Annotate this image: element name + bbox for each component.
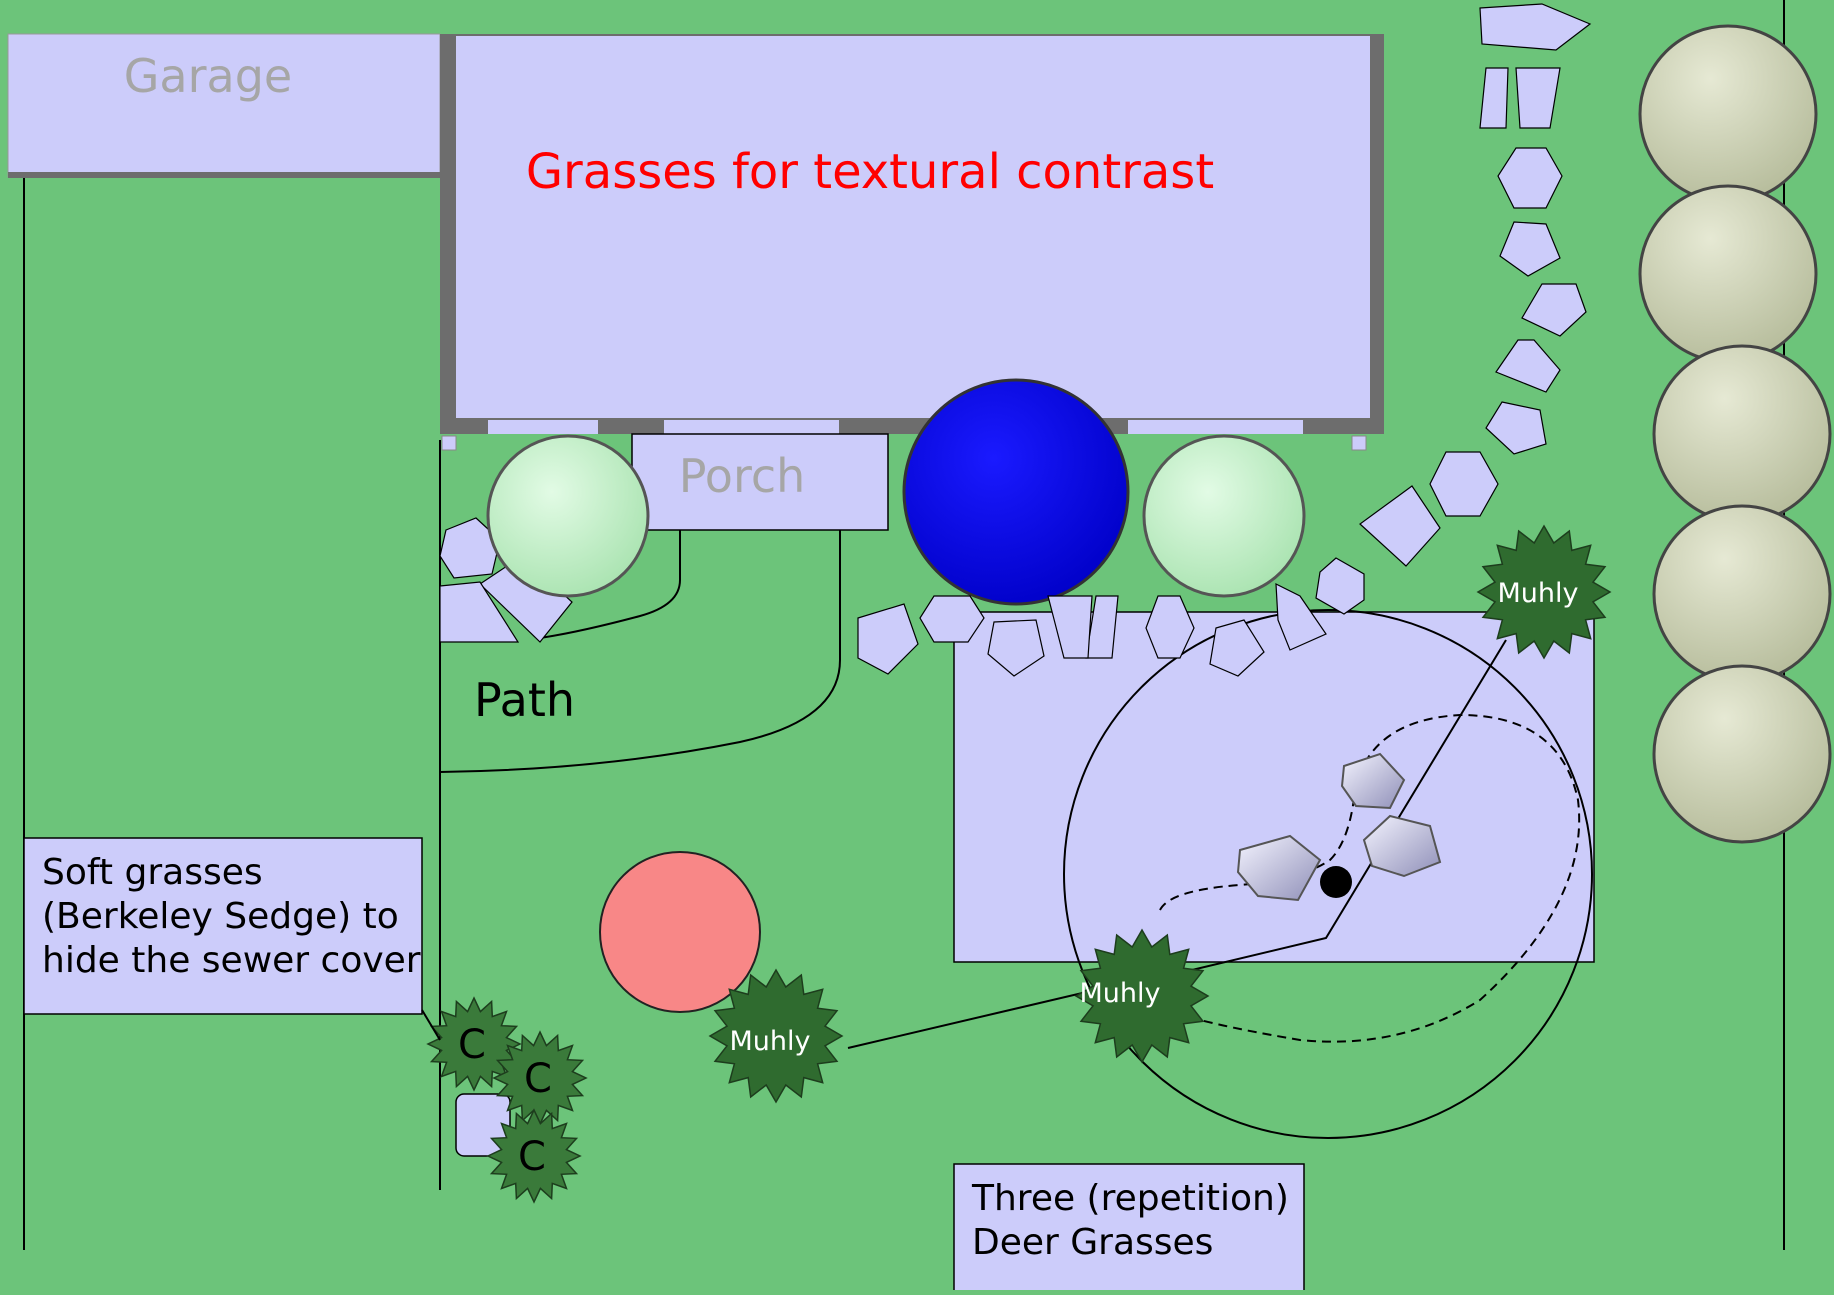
berkeley-sedges: CCC xyxy=(426,996,588,1204)
boulders xyxy=(1236,752,1442,902)
berkeley-sedge: C xyxy=(492,1030,588,1126)
planting-bed xyxy=(953,611,1595,963)
note-deer-line-2: Deer Grasses xyxy=(972,1222,1213,1263)
muhly-grass-label: Muhly xyxy=(1498,578,1579,609)
berkeley-sedge-label: C xyxy=(524,1056,552,1102)
note-sedge: Soft grasses (Berkeley Sedge) to hide th… xyxy=(23,837,441,1041)
dashed-dry-creek xyxy=(1159,713,1581,1043)
muhly-grass-label: Muhly xyxy=(1080,978,1161,1009)
house: Grasses for textural contrast xyxy=(440,34,1384,451)
water-feature-dot xyxy=(1320,866,1352,898)
berkeley-sedge-shape xyxy=(486,1108,582,1204)
path-edge-outer xyxy=(439,530,841,773)
island-bed-circle xyxy=(1063,609,1593,1139)
note-deer-grasses: Three (repetition) Deer Grasses xyxy=(953,1163,1305,1295)
shrub-light-green-right xyxy=(1142,434,1306,598)
bed-line-connector xyxy=(1149,639,1507,981)
path-label: Path xyxy=(474,673,575,727)
garage-label: Garage xyxy=(124,49,292,103)
shrub-pink xyxy=(599,851,761,1013)
hedge-shrub xyxy=(1652,344,1832,524)
muhly-grass: Muhly xyxy=(1074,928,1210,1064)
stepping-stones-left xyxy=(439,517,573,643)
muhly-grass: Muhly xyxy=(708,968,844,1104)
hedge-shrub xyxy=(1652,664,1832,844)
berkeley-sedge-label: C xyxy=(458,1022,486,1068)
muhly-grass-label: Muhly xyxy=(730,1026,811,1057)
muhly-grass-shape xyxy=(708,968,844,1104)
muhly-grass-shape xyxy=(1476,524,1612,660)
hedge-shrub xyxy=(1638,24,1818,204)
hedge-row xyxy=(1638,24,1832,844)
shrub-light-green-left xyxy=(486,434,650,598)
berkeley-sedge-shape xyxy=(426,996,522,1092)
porch-label: Porch xyxy=(679,449,806,503)
stepping-stones-right xyxy=(857,3,1592,677)
note-deer-line-1: Three (repetition) xyxy=(971,1178,1289,1219)
note-sedge-line-1: Soft grasses xyxy=(42,852,263,893)
path-edge-inner xyxy=(539,530,681,639)
note-sedge-line-2: (Berkeley Sedge) to xyxy=(42,896,399,937)
berkeley-sedge: C xyxy=(426,996,522,1092)
berkeley-sedge: C xyxy=(486,1108,582,1204)
shrub-blue xyxy=(902,378,1130,606)
hedge-shrub xyxy=(1638,184,1818,364)
berkeley-sedge-label: C xyxy=(518,1134,546,1180)
porch: Porch xyxy=(631,433,889,531)
hedge-shrub xyxy=(1652,504,1832,684)
note-sedge-line-3: hide the sewer cover xyxy=(42,940,421,981)
muhly-grass-shape xyxy=(1074,928,1210,1064)
diagram-title: Grasses for textural contrast xyxy=(526,144,1214,200)
garage: Garage xyxy=(7,33,441,178)
muhly-grass: Muhly xyxy=(1476,524,1612,660)
